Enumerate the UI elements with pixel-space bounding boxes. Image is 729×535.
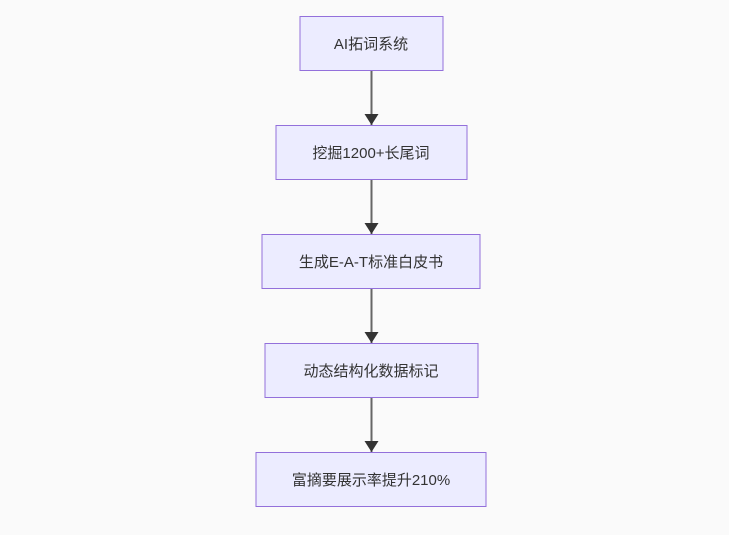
flowchart: AI拓词系统 挖掘1200+长尾词 生成E-A-T标准白皮书 动态结构化数据标记…	[255, 16, 487, 507]
flow-node-longtail-mining: 挖掘1200+长尾词	[275, 125, 467, 180]
flow-node-structured-data: 动态结构化数据标记	[264, 343, 478, 398]
flow-node-label: 生成E-A-T标准白皮书	[298, 254, 444, 271]
arrow-down-icon	[370, 398, 372, 452]
flow-node-label: AI拓词系统	[333, 36, 409, 53]
flow-node-label: 挖掘1200+长尾词	[312, 145, 430, 162]
flow-node-ai-system: AI拓词系统	[299, 16, 443, 71]
arrow-down-icon	[370, 71, 372, 125]
arrow-down-icon	[370, 180, 372, 234]
arrow-down-icon	[370, 289, 372, 343]
flow-node-label: 富摘要展示率提升210%	[291, 472, 451, 489]
flow-node-rich-snippet-result: 富摘要展示率提升210%	[255, 452, 487, 507]
flow-node-eat-whitepaper: 生成E-A-T标准白皮书	[261, 234, 481, 289]
flow-node-label: 动态结构化数据标记	[303, 363, 439, 380]
